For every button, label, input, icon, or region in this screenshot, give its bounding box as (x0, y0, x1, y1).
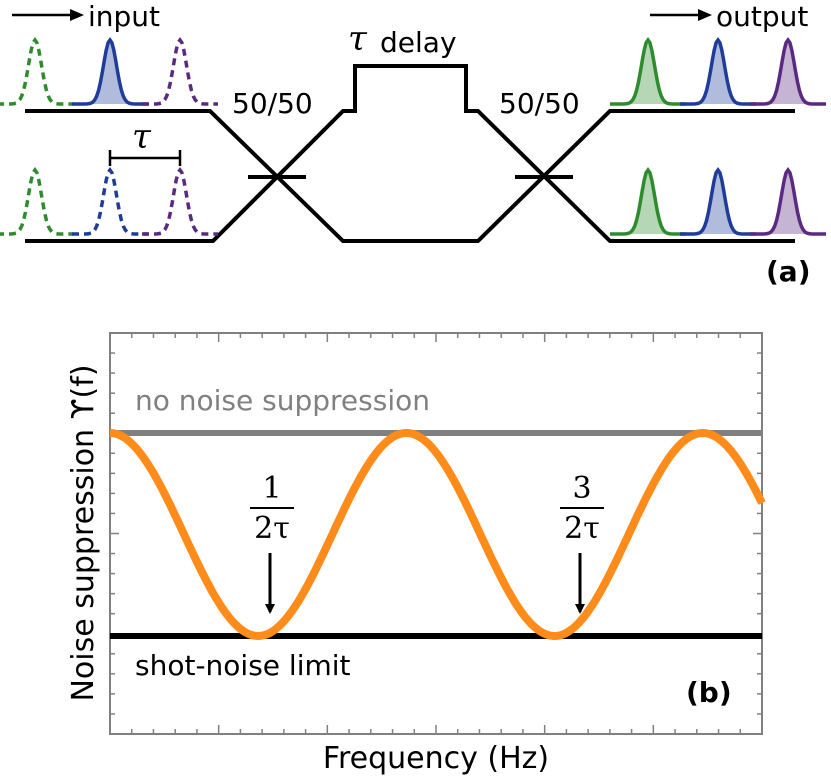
pulse-group (0, 36, 826, 236)
panel-a-label: (a) (766, 255, 811, 288)
upper-waveguide-path (25, 109, 795, 243)
annotation-1-numerator: 1 (262, 471, 281, 506)
pulse-output-top-blue-fill (680, 40, 756, 104)
splitter-right-label: 50/50 (499, 87, 580, 120)
delay-symbol: τ (348, 19, 368, 59)
pulse-input-top-green (0, 36, 73, 106)
panel-b-label: (b) (686, 676, 732, 709)
pulse-output-bottom-purple (750, 166, 826, 236)
annotation-1-over-2tau: 1 2τ (250, 471, 294, 614)
annotation-2-denominator: 2τ (564, 511, 600, 546)
pulse-input-top-purple (142, 36, 218, 106)
x-axis-label: Frequency (Hz) (323, 741, 549, 776)
pulse-output-bottom-purple-fill (750, 170, 826, 234)
pulse-output-top-blue (680, 36, 756, 106)
pulse-input-top-blue (72, 36, 148, 106)
spacing-symbol: τ (132, 117, 152, 157)
output-label: output (716, 0, 808, 33)
pulse-input-bottom-purple (142, 166, 218, 236)
pulse-input-bottom-green (0, 166, 73, 236)
pulse-output-top-purple (750, 36, 826, 106)
pulse-spacing-bracket: τ (108, 117, 182, 166)
pulse-output-top-purple-fill (750, 40, 826, 104)
annotation-2-numerator: 3 (572, 471, 591, 506)
panel-b-plot: no noise suppression shot-noise limit 1 … (66, 332, 766, 776)
pulse-output-bottom-blue-fill (680, 170, 756, 234)
y-axis-label: Noise suppression ϒ(f) (66, 364, 101, 701)
shot-noise-label: shot-noise limit (135, 649, 351, 682)
annotation-3-over-2tau: 3 2τ (560, 471, 604, 614)
pulse-output-bottom-green (610, 166, 686, 236)
pulse-input-bottom-blue (72, 166, 148, 236)
pulse-output-top-green (610, 36, 686, 106)
pulse-input-top-blue-fill (72, 40, 148, 104)
splitter-left-label: 50/50 (232, 87, 313, 120)
pulse-output-bottom-green-fill (610, 170, 686, 234)
pulse-output-top-green-fill (610, 40, 686, 104)
noise-suppression-curve (108, 429, 766, 640)
input-label: input (88, 0, 160, 33)
no-noise-label: no noise suppression (135, 384, 430, 417)
panel-a-interferometer: input output 50/50 50/50 τ delay τ (a) (0, 0, 826, 288)
delay-label: delay (380, 26, 457, 59)
pulse-output-bottom-blue (680, 166, 756, 236)
annotation-1-denominator: 2τ (254, 511, 290, 546)
